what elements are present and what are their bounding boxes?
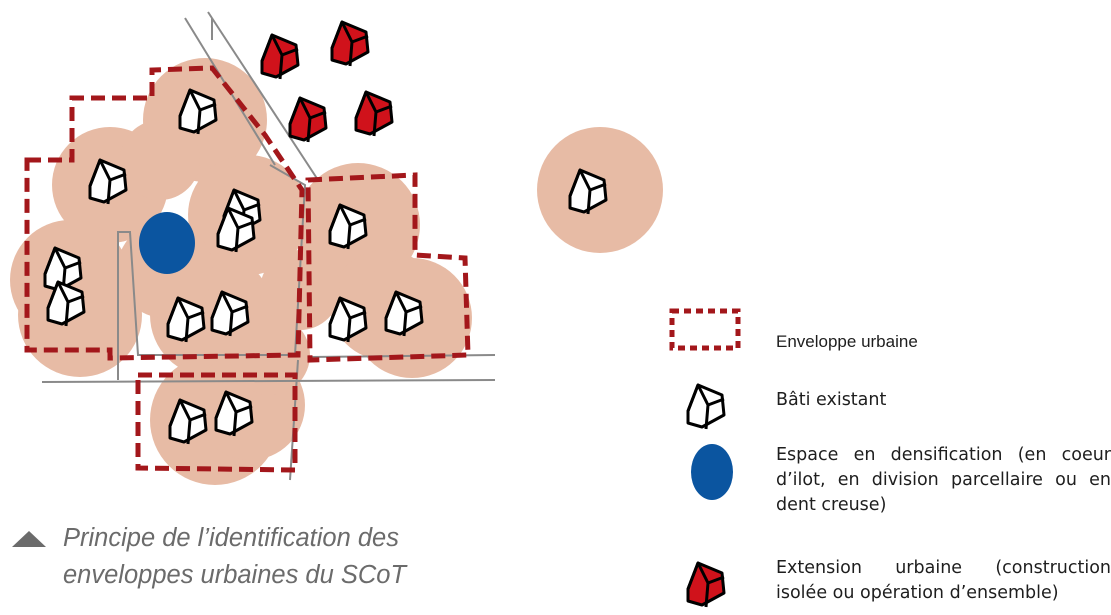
legend-existing-house-icon [686, 383, 726, 431]
legend-envelope-icon [669, 308, 741, 351]
legend-envelope-label: Enveloppe urbaine [776, 332, 918, 351]
legend-extension-label: Extension urbaine (construction isolée o… [776, 558, 1111, 603]
triangle-up-icon [12, 531, 46, 547]
legend-existing-label: Bâti existant [776, 390, 887, 410]
legend-extension-house-icon [686, 561, 726, 609]
densification-ellipse [139, 212, 195, 274]
legend-densification-icon [691, 444, 733, 500]
legend-densification-label: Espace en densification (en coeur d’ilot… [776, 445, 1111, 515]
urban-envelope-outlines [24, 65, 471, 473]
buffer-zones [10, 58, 663, 485]
figure-caption: Principe de l’identification des envelop… [63, 524, 407, 589]
